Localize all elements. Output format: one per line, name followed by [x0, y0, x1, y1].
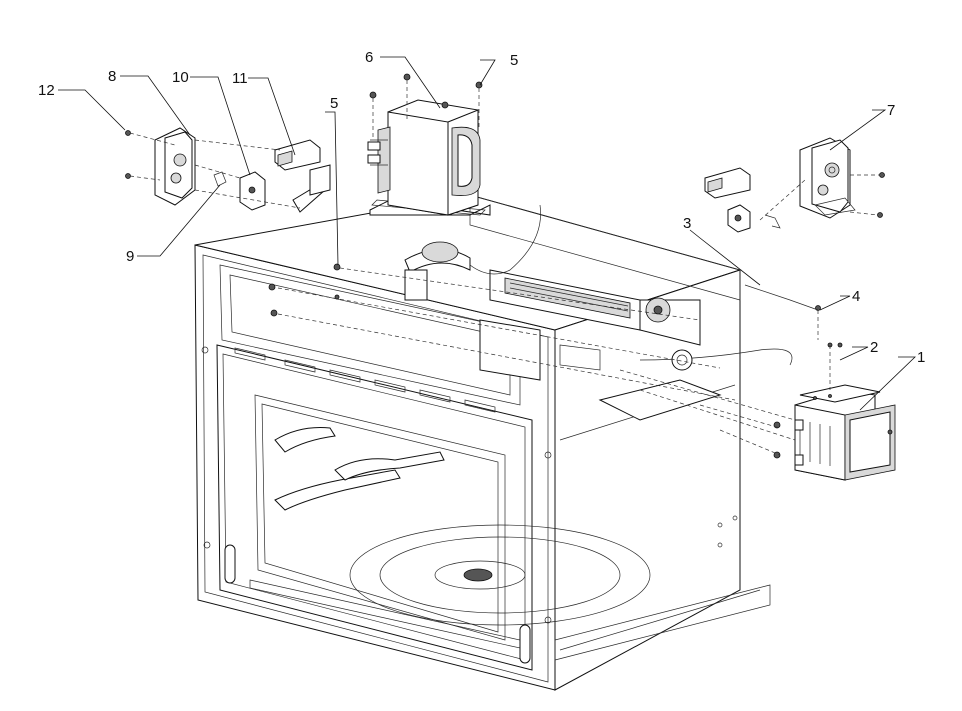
- callout-7: 7: [887, 102, 895, 119]
- callout-11: 11: [232, 70, 248, 87]
- callout-12: 12: [38, 82, 55, 99]
- screws: [268, 73, 843, 459]
- transformer: [367, 99, 491, 216]
- callout-1: 1: [917, 349, 925, 366]
- right-latch-bracket: [799, 137, 885, 219]
- right-switches: [704, 167, 781, 233]
- magnetron: [794, 384, 896, 481]
- callout-8: 8: [108, 68, 116, 85]
- callout-4: 4: [852, 288, 860, 305]
- callout-3: 3: [683, 215, 691, 232]
- left-latch-bracket: [125, 127, 196, 206]
- left-microswitches: [274, 139, 331, 213]
- left-switch-lever: [213, 171, 266, 211]
- callout-2: 2: [870, 339, 878, 356]
- callout-9: 9: [126, 248, 134, 265]
- alignment-lines: [277, 179, 831, 456]
- callout-6: 6: [365, 49, 373, 66]
- callout-leaders: [58, 56, 916, 411]
- callout-10: 10: [172, 69, 189, 86]
- callout-5-top: 5: [510, 52, 518, 69]
- callout-labels: 1 2 3 4 5 5 6 7 8 9 10 11 12: [38, 49, 925, 366]
- oven-cabinet: [194, 194, 771, 691]
- callout-5-left: 5: [330, 95, 338, 112]
